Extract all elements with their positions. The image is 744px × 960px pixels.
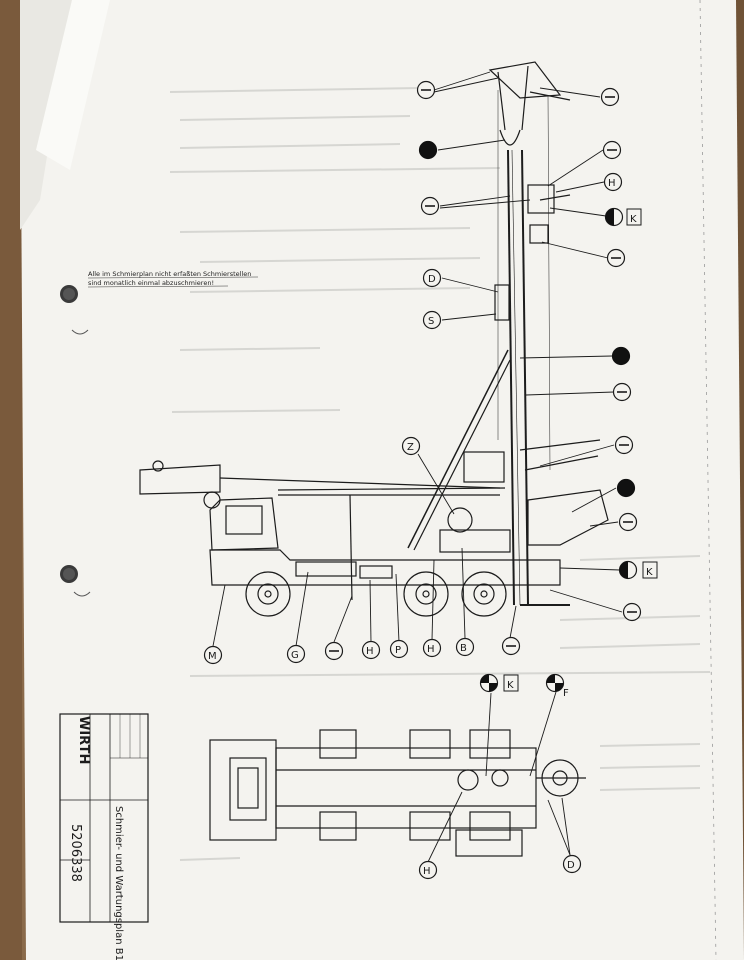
callout-g: G: [291, 650, 299, 661]
callout-d-mast: D: [428, 274, 436, 285]
note-line-1: Alle im Schmierplan nicht erfaßten Schmi…: [88, 270, 251, 278]
rig-plan-view: [209, 729, 586, 857]
callout-s-mast: S: [428, 316, 434, 327]
show-through-text: [169, 87, 711, 861]
callout-h-plan: H: [423, 866, 431, 877]
callout-m: M: [208, 651, 217, 662]
callout-b: B: [460, 643, 467, 654]
drawing-number: 5206338: [68, 824, 83, 882]
k-label-2: K: [646, 567, 653, 578]
callout-z: Z: [407, 442, 414, 453]
callout-f: F: [563, 688, 569, 699]
rig-side-view: [139, 61, 609, 617]
leader-lines: [212, 71, 623, 863]
callout-h-2: H: [427, 644, 435, 655]
note-line-2: sind monatlich einmal abzuschmieren!: [88, 279, 214, 287]
k-label-1: K: [630, 214, 637, 225]
callout-d-plan: D: [567, 860, 575, 871]
callout-h-top: H: [608, 178, 616, 189]
k-label-3: K: [507, 680, 514, 691]
title-block-logo: WIRTH: [76, 716, 91, 764]
drawing-title: Schmier- und Wartungsplan B1A/B2: [113, 806, 124, 960]
k-marker-boxes: [503, 208, 658, 692]
callout-p: P: [395, 645, 401, 656]
callout-h-1: H: [366, 646, 374, 657]
paper-sheet: [20, 0, 744, 960]
title-block: WIRTH Schmier- und Wartungsplan B1A/B2 5…: [59, 713, 149, 960]
